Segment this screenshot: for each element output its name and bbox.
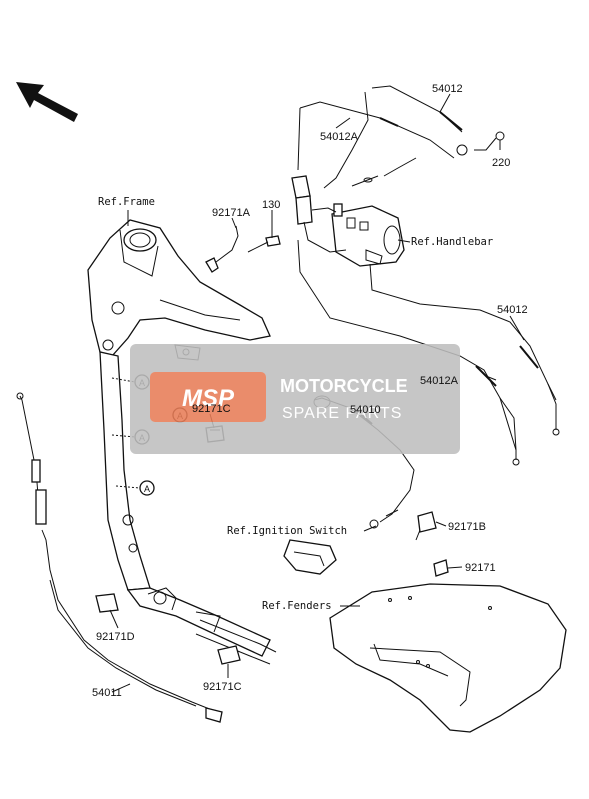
clutch-cable: [16, 392, 223, 723]
svg-text:A: A: [144, 484, 150, 494]
label-220: 220: [492, 157, 510, 169]
label-ref-handlebar: Ref.Handlebar: [411, 236, 493, 248]
callout-a-4: A: [115, 480, 155, 496]
clamp-92171D: [95, 593, 119, 613]
rear-fender: [329, 583, 567, 733]
lower-rail-lines: [195, 619, 277, 665]
bolt-130: [247, 235, 281, 253]
label-54012A-top: 54012A: [320, 131, 359, 143]
label-130: 130: [262, 199, 280, 211]
watermark-line2: SPARE PARTS: [282, 405, 402, 422]
label-92171C-bottom: 92171C: [203, 681, 242, 693]
leader-lines: [109, 93, 525, 693]
label-ref-frame: Ref.Frame: [98, 196, 155, 208]
label-54012-mid: 54012: [497, 304, 528, 316]
direction-arrow-icon: [16, 82, 78, 122]
label-ref-fenders: Ref.Fenders: [262, 600, 332, 612]
throttle-cables-upper: [297, 85, 505, 189]
label-92171C-top: 92171C: [192, 403, 231, 415]
throttle-cables-lower: [297, 239, 560, 466]
clamp-92171A: [205, 225, 239, 273]
label-ref-ignition-switch: Ref.Ignition Switch: [227, 525, 347, 537]
label-92171: 92171: [465, 562, 496, 574]
part-labels: 54012 54012A 220 130 92171A Ref.Frame Re…: [92, 83, 528, 699]
handlebar-switch-assembly: [291, 175, 405, 267]
label-54011: 54011: [92, 687, 122, 699]
watermark-logo-text: MSP: [182, 385, 235, 412]
clamp-92171B: [415, 511, 437, 541]
label-54010: 54010: [350, 404, 381, 416]
watermark-box: [130, 344, 460, 454]
clamp-92171: [433, 559, 449, 577]
label-54012-top: 54012: [432, 83, 463, 95]
watermark-logo: [150, 372, 266, 422]
frame-drawing: [87, 219, 271, 657]
ignition-switch-bracket: [283, 539, 337, 575]
watermark: MSP MOTORCYCLE SPARE PARTS: [130, 344, 460, 454]
clamp-92171C-bottom: [217, 645, 241, 665]
label-92171A: 92171A: [212, 207, 251, 219]
label-92171B: 92171B: [448, 521, 486, 533]
label-92171D: 92171D: [96, 631, 135, 643]
watermark-line1: MOTORCYCLE: [280, 376, 408, 396]
label-54012A-mid: 54012A: [420, 375, 459, 387]
